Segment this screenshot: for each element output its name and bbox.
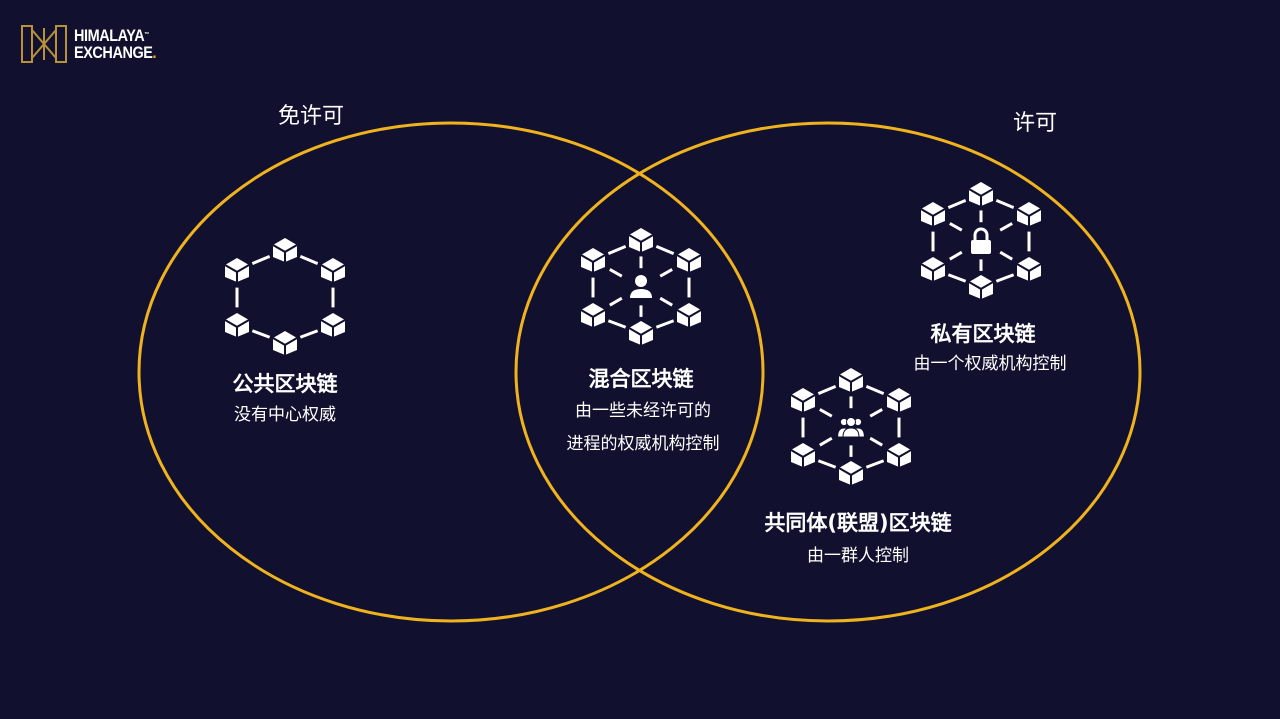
network-link: [865, 385, 885, 395]
network-spoke: [819, 408, 833, 418]
permissioned-circle: [514, 121, 1142, 623]
network-link: [655, 319, 675, 329]
permissioned-label: 许可: [1012, 111, 1058, 136]
public-blockchain-subtitle: 没有中心权威: [234, 405, 336, 425]
lock-icon: [971, 227, 991, 254]
network-link: [299, 329, 319, 339]
private-network-icon: [920, 182, 1042, 299]
hybrid-blockchain-title: 混合区块链: [588, 367, 694, 391]
logo: HIMALAYA™ EXCHANGE.: [20, 24, 171, 64]
block-cube-icon: [920, 202, 946, 226]
block-cube-icon: [676, 248, 702, 272]
network-link: [251, 329, 271, 339]
block-cube-icon: [676, 303, 702, 327]
block-cube-icon: [920, 257, 946, 281]
network-link: [865, 459, 885, 469]
permissionless-label: 免许可: [277, 104, 345, 129]
network-spoke: [609, 296, 623, 307]
consortium-network-icon: [790, 368, 912, 485]
block-cube-icon: [790, 443, 816, 467]
person-icon: [630, 275, 652, 298]
network-link: [995, 199, 1015, 209]
logo-tm: ™: [144, 32, 149, 38]
network-spoke: [609, 268, 623, 278]
block-cube-icon: [272, 331, 298, 355]
hybrid-blockchain-subtitle-1: 由一些未经许可的: [575, 401, 711, 421]
network-link: [607, 319, 627, 329]
network-spoke: [999, 222, 1013, 232]
public-blockchain-title: 公共区块链: [232, 372, 338, 396]
private-blockchain-title: 私有区块链: [930, 322, 1036, 346]
block-cube-icon: [790, 388, 816, 412]
logo-line1: HIMALAYA: [74, 26, 145, 45]
block-cube-icon: [886, 388, 912, 412]
network-link: [947, 273, 967, 283]
network-link: [655, 245, 675, 255]
network-spoke: [819, 436, 833, 447]
block-cube-icon: [1016, 257, 1042, 281]
hybrid-blockchain-subtitle-2: 进程的权威机构控制: [566, 434, 720, 454]
network-spoke: [999, 250, 1013, 261]
block-cube-icon: [628, 228, 654, 252]
block-cube-icon: [968, 275, 994, 299]
block-cube-icon: [320, 258, 346, 282]
network-spoke: [659, 268, 673, 278]
network-link: [817, 459, 837, 469]
logo-line2: EXCHANGE: [74, 43, 153, 62]
network-spoke: [949, 250, 963, 261]
block-cube-icon: [320, 313, 346, 337]
block-cube-icon: [838, 368, 864, 392]
network-link: [607, 245, 627, 255]
block-cube-icon: [272, 238, 298, 262]
permissionless-circle: [137, 121, 765, 623]
consortium-blockchain-title: 共同体(联盟)区块链: [764, 511, 952, 535]
network-link: [251, 255, 271, 265]
hybrid-network-icon: [580, 228, 702, 345]
block-cube-icon: [224, 258, 250, 282]
public-network-icon: [224, 238, 346, 355]
group-icon: [837, 417, 865, 438]
network-link: [995, 273, 1015, 283]
network-spoke: [659, 296, 673, 307]
network-spoke: [949, 222, 963, 232]
network-link: [299, 255, 319, 265]
network-link: [947, 199, 967, 209]
block-cube-icon: [886, 443, 912, 467]
network-spoke: [869, 408, 883, 418]
consortium-blockchain-subtitle: 由一群人控制: [807, 546, 909, 566]
block-cube-icon: [580, 303, 606, 327]
private-blockchain-subtitle: 由一个权威机构控制: [913, 354, 1067, 374]
block-cube-icon: [628, 321, 654, 345]
network-spoke: [869, 436, 883, 447]
block-cube-icon: [1016, 202, 1042, 226]
block-cube-icon: [580, 248, 606, 272]
network-link: [817, 385, 837, 395]
logo-emblem-icon: [21, 25, 67, 63]
block-cube-icon: [968, 182, 994, 206]
block-cube-icon: [224, 313, 250, 337]
block-cube-icon: [838, 461, 864, 485]
